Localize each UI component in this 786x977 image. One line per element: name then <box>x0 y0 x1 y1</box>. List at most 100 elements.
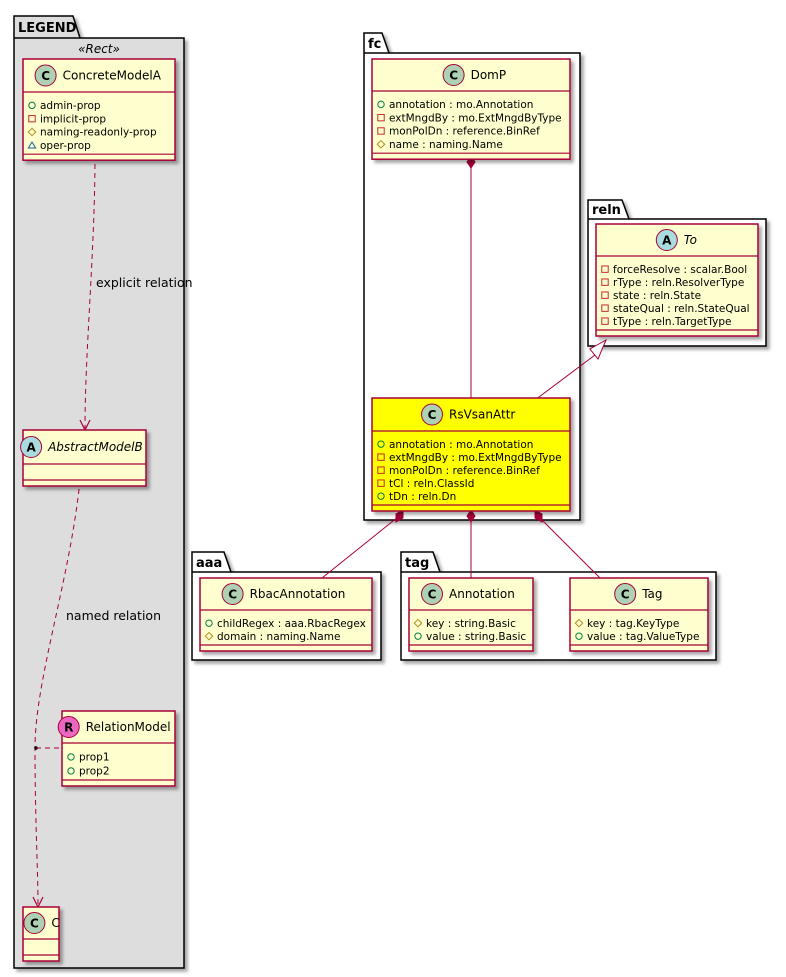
class-tag-kind-letter: C <box>621 587 630 601</box>
edge-rbac-diamond <box>395 509 404 523</box>
class-rbac-annotation-attr-1: domain : naming.Name <box>217 631 340 643</box>
package-legend-stereotype: «Rect» <box>78 42 120 56</box>
class-to-kind-letter: A <box>662 233 672 247</box>
class-tag-name: Tag <box>641 587 662 601</box>
edge-tag-diamond <box>534 509 543 523</box>
class-to-attr-4: tType : reln.TargetType <box>613 316 732 328</box>
class-annotation-attr-0: key : string.Basic <box>426 618 516 630</box>
class-rsvsanattr-kind-letter: C <box>428 408 437 422</box>
class-to-box <box>595 223 759 337</box>
class-rsvsanattr-attr-3-visibility-icon <box>377 479 385 487</box>
class-domp-kind-letter: C <box>449 68 458 82</box>
class-relation-model-attr-1: prop2 <box>79 766 110 778</box>
class-domp-kind-icon <box>442 64 465 86</box>
class-to-attr-3-visibility-icon <box>601 304 609 312</box>
class-rsvsanattr-attr-2: monPolDn : reference.BinRef <box>389 465 540 477</box>
class-annotation-attr-0-visibility-icon <box>413 618 423 628</box>
class-abstract-model-b-kind-icon <box>20 436 43 458</box>
class-to-attr-1-visibility-icon <box>601 278 609 286</box>
class-rsvsanattr-box <box>371 397 571 512</box>
class-to-name: To <box>684 233 697 247</box>
edge-annotation-diamond <box>466 509 476 523</box>
class-concrete-model-a-attr-0-visibility-icon <box>28 101 36 110</box>
class-rsvsanattr-attr-0: annotation : mo.Annotation <box>389 439 533 451</box>
class-relation-model-name: RelationModel <box>86 720 171 734</box>
edge-rsvsanattr-rbacannotation <box>321 512 404 579</box>
class-rbac-annotation-name: RbacAnnotation <box>250 587 346 601</box>
class-abstract-model-b-name: AbstractModelB <box>47 440 143 454</box>
edges: explicit relation named relation <box>32 154 608 909</box>
class-c-name: C <box>51 916 59 930</box>
class-abstract-model-b-box <box>22 429 147 487</box>
class-to-attr-0: forceResolve : scalar.Bool <box>613 264 747 276</box>
edge-rsvsanattr-tag <box>534 512 601 579</box>
class-domp-attr-2-visibility-icon <box>377 127 385 135</box>
class-rsvsanattr[interactable]: C RsVsanAttr annotation : mo.Annotationext… <box>371 397 571 512</box>
class-concrete-model-a-attr-3: oper-prop <box>40 140 91 152</box>
class-domp-attr-3: name : naming.Name <box>389 139 503 151</box>
package-reln-name: reln <box>592 203 621 218</box>
class-tag-attr-0: key : tag.KeyType <box>587 618 679 630</box>
class-rbac-annotation-attr-1-visibility-icon <box>204 631 214 641</box>
class-domp-attr-2: monPolDn : reference.BinRef <box>389 126 540 138</box>
class-annotation-name: Annotation <box>449 587 515 601</box>
class-relation-model-attr-0-visibility-icon <box>67 753 75 761</box>
class-tag-kind-icon <box>614 583 637 605</box>
class-c-kind-letter: C <box>30 916 39 930</box>
class-concrete-model-a-attr-1-visibility-icon <box>28 114 36 123</box>
class-tag-attr-1-visibility-icon <box>575 632 583 640</box>
class-rsvsanattr-attr-1: extMngdBy : mo.ExtMngdByType <box>389 452 562 464</box>
class-annotation-attr-1-visibility-icon <box>414 632 422 640</box>
class-rsvsanattr-attr-0-visibility-icon <box>377 440 385 448</box>
class-concrete-model-a-attr-2: naming-readonly-prop <box>40 127 157 139</box>
class-to-kind-icon <box>655 229 678 251</box>
class-rbac-annotation-kind-icon <box>221 583 244 605</box>
class-domp-attr-0: annotation : mo.Annotation <box>389 99 533 111</box>
class-to-attr-2: state : reln.State <box>613 290 701 302</box>
class-rsvsanattr-kind-icon <box>421 403 443 426</box>
class-rbac-annotation-attr-0: childRegex : aaa.RbacRegex <box>217 618 366 630</box>
package-legend-name: LEGEND <box>18 21 77 36</box>
edge-rsvsanattr-to <box>534 354 596 401</box>
class-rsvsanattr-attr-4: tDn : reln.Dn <box>389 491 456 503</box>
class-to-attr-0-visibility-icon <box>601 265 609 273</box>
class-rbac-annotation-attr-0-visibility-icon <box>205 619 213 627</box>
class-rsvsanattr-attr-1-visibility-icon <box>377 453 385 461</box>
class-rsvsanattr-attr-3: tCl : reln.ClassId <box>389 478 474 490</box>
class-domp-box <box>371 58 571 160</box>
class-tag-attr-0-visibility-icon <box>574 618 584 628</box>
class-domp-name: DomP <box>471 68 507 82</box>
class-to-attr-1: rType : reln.ResolverType <box>613 277 744 289</box>
class-tag-attr-1: value : tag.ValueType <box>587 631 699 643</box>
class-to-attr-2-visibility-icon <box>601 291 609 299</box>
class-relation-model-kind-letter: R <box>64 720 73 734</box>
class-relation-model[interactable]: R RelationModel prop1 prop2 <box>57 710 176 787</box>
class-relation-model-kind-icon <box>57 716 80 738</box>
class-rsvsanattr-name: RsVsanAttr <box>449 408 515 422</box>
class-concrete-model-a-name: ConcreteModelA <box>63 69 162 83</box>
class-concrete-model-a-attr-1: implicit-prop <box>40 113 106 125</box>
class-concrete-model-a-attr-0: admin-prop <box>40 100 101 112</box>
class-rsvsanattr-attr-2-visibility-icon <box>377 466 385 474</box>
class-relation-model-box <box>61 710 176 787</box>
class-annotation-kind-letter: C <box>428 587 437 601</box>
class-rsvsanattr-attr-4-visibility-icon <box>377 492 385 500</box>
package-aaa-name: aaa <box>196 556 222 571</box>
class-tag-box <box>569 577 709 652</box>
class-relation-model-attr-0: prop1 <box>79 752 110 764</box>
class-c-kind-icon <box>23 912 46 934</box>
class-to-attr-4-visibility-icon <box>601 317 609 325</box>
class-concrete-model-a-kind-icon <box>34 64 57 87</box>
class-to-attr-3: stateQual : reln.StateQual <box>613 303 750 315</box>
edge-label-named: named relation <box>66 608 161 623</box>
edge-named-relation <box>34 479 81 906</box>
